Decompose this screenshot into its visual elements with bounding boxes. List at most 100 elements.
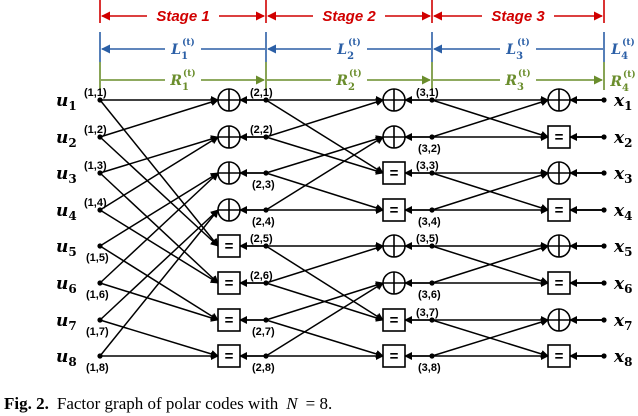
variable-node	[97, 207, 103, 213]
node-label: (1,7)	[86, 326, 109, 338]
equality-node: =	[217, 344, 241, 368]
wire-s1-6-to-7	[99, 282, 219, 322]
node-label: (1,2)	[84, 124, 107, 136]
xor-node	[217, 198, 241, 222]
equality-symbol: =	[225, 238, 234, 255]
node-label: (3,3)	[416, 160, 439, 172]
equality-node: =	[547, 125, 571, 149]
x-label-7: x7	[613, 311, 633, 333]
wire-s1-5-to-3	[99, 172, 219, 247]
variable-node	[263, 280, 269, 286]
wire-s1-7-to-8	[99, 319, 219, 358]
wire-s3-7-to-8	[431, 319, 549, 358]
equality-node: =	[217, 308, 241, 332]
xor-node	[217, 161, 241, 185]
xor-node	[547, 88, 571, 112]
equality-node: =	[547, 198, 571, 222]
node-label: (2,2)	[250, 124, 273, 136]
output-node	[601, 207, 607, 213]
stage-label-2: Stage 2	[322, 8, 376, 25]
equality-symbol: =	[555, 348, 564, 365]
u-label-5: u5	[56, 237, 77, 259]
x-label-3: x3	[613, 164, 633, 186]
variable-node	[97, 243, 103, 249]
node-label: (3,8)	[418, 362, 441, 374]
output-node	[601, 280, 607, 286]
wire-s1-5-to-7	[99, 245, 219, 321]
x-label-8: x8	[613, 347, 633, 369]
equality-symbol: =	[390, 165, 399, 182]
wire-s2-6-to-5	[265, 244, 384, 284]
equality-symbol: =	[555, 129, 564, 146]
variable-node	[429, 353, 435, 359]
wire-s2-7-to-8	[265, 319, 384, 358]
output-node	[601, 353, 607, 359]
r-label-3: R3(t)	[504, 68, 530, 93]
equality-node: =	[217, 234, 241, 258]
equality-symbol: =	[390, 348, 399, 365]
node-label: (2,6)	[250, 270, 273, 282]
xor-node	[382, 125, 406, 149]
variable-node	[263, 353, 269, 359]
variable-node	[97, 97, 103, 103]
u-label-1: u1	[56, 91, 77, 113]
output-node	[601, 170, 607, 176]
variable-node	[263, 97, 269, 103]
node-label: (1,3)	[84, 160, 107, 172]
l-label-3: L3(t)	[505, 37, 530, 62]
equality-symbol: =	[390, 312, 399, 329]
xor-node	[547, 161, 571, 185]
wire-s1-2-to-5	[99, 136, 219, 247]
variable-node	[263, 317, 269, 323]
output-node	[601, 243, 607, 249]
variable-node	[429, 317, 435, 323]
wire-s3-1-to-2	[431, 99, 549, 139]
wire-s3-5-to-6	[431, 245, 549, 285]
equality-symbol: =	[225, 348, 234, 365]
wire-s2-5-to-7	[265, 245, 384, 321]
x-label-1: x1	[613, 91, 633, 113]
equality-symbol: =	[555, 275, 564, 292]
xor-node	[382, 234, 406, 258]
xor-node	[217, 88, 241, 112]
r-label-2: R2(t)	[335, 68, 361, 93]
variable-node	[263, 207, 269, 213]
variable-node	[97, 280, 103, 286]
node-label: (1,6)	[86, 289, 109, 301]
u-label-3: u3	[56, 164, 77, 186]
equality-symbol: =	[555, 202, 564, 219]
node-label: (1,1)	[84, 87, 107, 99]
function-nodes: = = = = = = = = = = = =	[217, 88, 571, 368]
u-label-6: u6	[56, 274, 77, 296]
variable-node	[97, 317, 103, 323]
node-label: (1,5)	[86, 252, 109, 264]
caption-math: N	[285, 394, 299, 413]
variable-nodes: (1,1)(1,2)(1,3)(1,4)(1,5)(1,6)(1,7)(1,8)…	[84, 87, 607, 374]
variable-node	[429, 134, 435, 140]
equality-symbol: =	[390, 202, 399, 219]
node-label: (2,7)	[252, 326, 275, 338]
output-node	[601, 317, 607, 323]
node-label: (3,6)	[418, 289, 441, 301]
node-label: (3,4)	[418, 216, 441, 228]
wire-s2-4-to-2	[265, 136, 384, 211]
r-label-1: R1(t)	[169, 68, 195, 93]
variable-node	[429, 170, 435, 176]
l-label-4: L4(t)	[610, 37, 635, 62]
l-label-1: L1(t)	[170, 37, 195, 62]
variable-node	[429, 207, 435, 213]
caption-rest: = 8.	[306, 394, 333, 413]
equality-node: =	[382, 198, 406, 222]
l-label-2: L2(t)	[336, 37, 361, 62]
equality-symbol: =	[225, 275, 234, 292]
node-label: (2,5)	[250, 233, 273, 245]
wire-s3-3-to-4	[431, 172, 549, 212]
caption-fig: Fig. 2.	[4, 394, 49, 413]
stage-label-1: Stage 1	[156, 8, 209, 25]
variable-node	[97, 353, 103, 359]
wire-s2-8-to-6	[265, 282, 384, 357]
wire-s2-2-to-3	[265, 136, 384, 175]
wire-s1-4-to-6	[99, 209, 219, 284]
